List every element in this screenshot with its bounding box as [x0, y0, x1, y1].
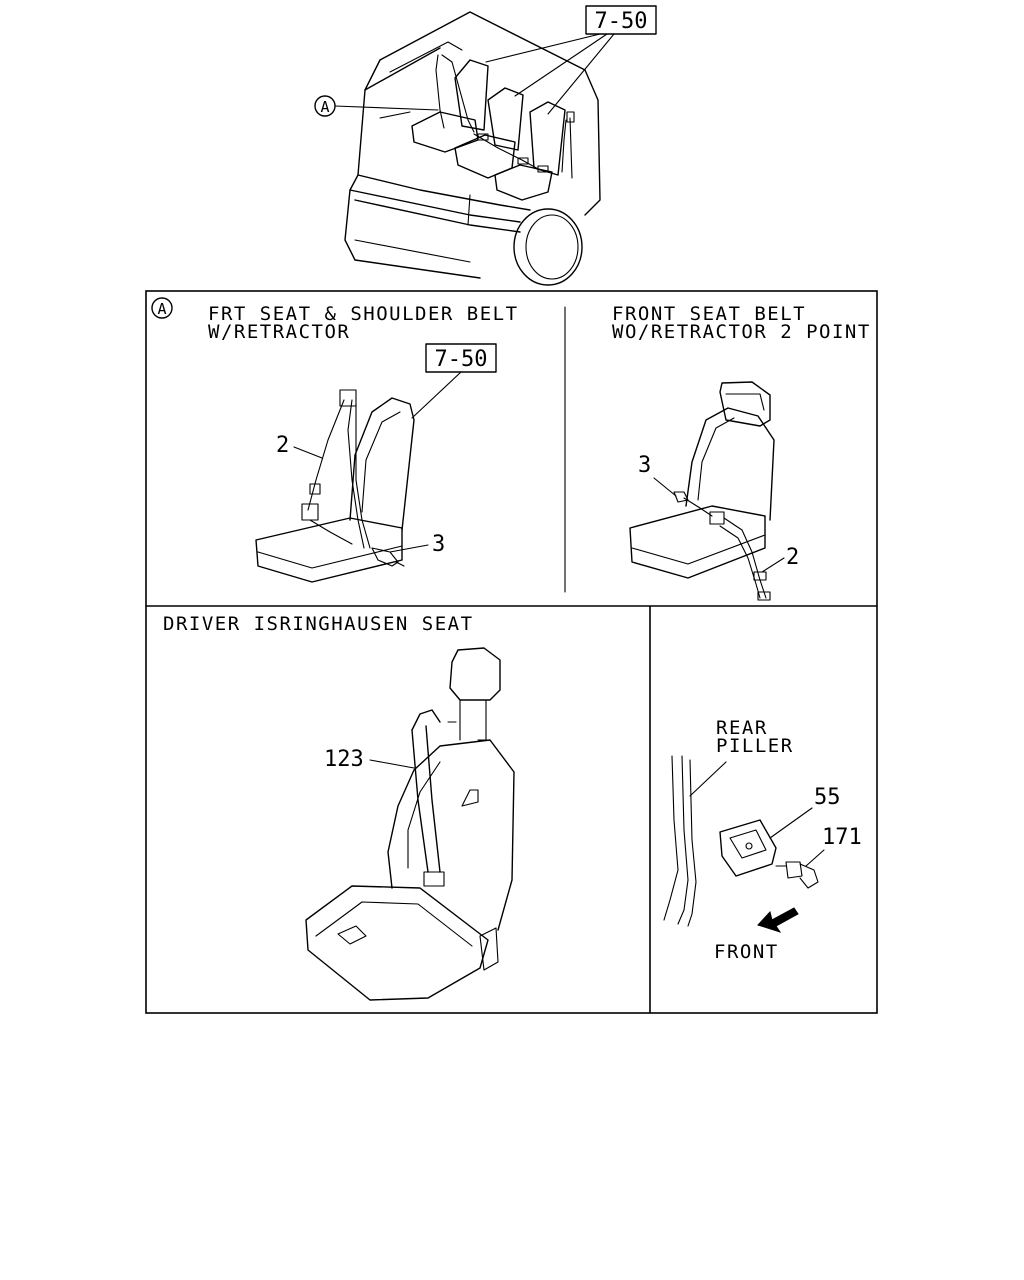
- two-point-seat-illustration: [629, 381, 775, 601]
- retractor-seat-illustration: [255, 389, 415, 583]
- driver-seat-illustration: [305, 647, 515, 1001]
- panel-a-callout: A: [151, 297, 173, 319]
- panel-a-left-part-2: 2: [276, 433, 323, 459]
- panel-a-left-ref-label: 7-50: [435, 347, 488, 372]
- part-number-3: 3: [432, 532, 445, 557]
- panel-a-left-ref-box: 7-50: [411, 343, 497, 419]
- panel-a-right-title-line1: FRONT SEAT BELT: [612, 303, 806, 325]
- panel-a-right-part-3: 3: [638, 453, 677, 497]
- pillar-label-line2: PILLER: [716, 735, 794, 757]
- overview-callout-letter: A: [320, 98, 329, 116]
- part-number-171: 171: [822, 825, 862, 850]
- parts-frame: [145, 290, 878, 1014]
- panel-a-right-part-2: 2: [761, 545, 799, 573]
- pillar-label-line1: REAR: [716, 717, 768, 739]
- panel-a-left-part-3: 3: [389, 532, 445, 557]
- part-number-2: 2: [276, 433, 289, 458]
- front-direction-label: FRONT: [714, 941, 779, 963]
- panel-a-right-title-line2: WO/RETRACTOR 2 POINT: [612, 321, 871, 343]
- driver-panel-title: DRIVER ISRINGHAUSEN SEAT: [163, 613, 474, 635]
- part-number-55: 55: [814, 785, 841, 810]
- part-number-2: 2: [786, 545, 799, 570]
- panel-a-callout-letter: A: [157, 300, 166, 318]
- overview-cab-illustration: [344, 11, 601, 286]
- pillar-part-171: 171: [805, 825, 862, 867]
- driver-part-123: 123: [324, 747, 415, 772]
- pillar-part-55: 55: [769, 785, 841, 839]
- part-number-3: 3: [638, 453, 651, 478]
- overview-ref-label: 7-50: [595, 9, 648, 34]
- part-number-123: 123: [324, 747, 364, 772]
- panel-a-left-title-line1: FRT SEAT & SHOULDER BELT: [208, 303, 519, 325]
- overview-ref-box: 7-50: [485, 5, 657, 115]
- rear-pillar-illustration: [663, 755, 819, 933]
- panel-a-left-title-line2: W/RETRACTOR: [208, 321, 350, 343]
- overview-callout-a: A: [314, 95, 439, 117]
